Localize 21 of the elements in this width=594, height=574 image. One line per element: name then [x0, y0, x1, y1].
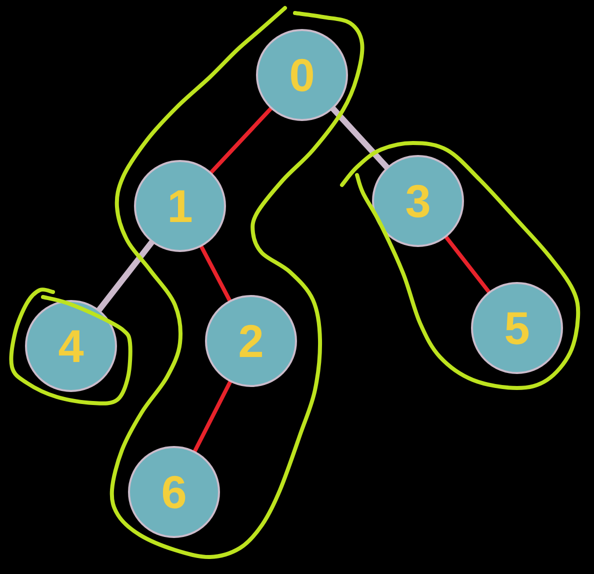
freehand-loop [9, 287, 133, 406]
tree-node-circle [471, 282, 563, 374]
node-number: 2 [238, 318, 264, 364]
tree-edge [199, 244, 232, 302]
tree-node-circle [25, 300, 117, 392]
tree-edge [444, 235, 491, 294]
tree-edge [209, 106, 273, 174]
node-number: 1 [167, 183, 193, 229]
node-number: 5 [504, 305, 530, 351]
tree-node-circle [256, 29, 348, 121]
tree-edge [330, 106, 390, 170]
node-number: 0 [289, 52, 315, 98]
node-number: 6 [161, 469, 187, 515]
tree-node-circle [134, 160, 226, 252]
node-number: 3 [405, 178, 431, 224]
tree-node-circle [372, 155, 464, 247]
freehand-loop [109, 5, 365, 560]
node-number: 4 [58, 323, 84, 369]
tree-edge [192, 380, 232, 453]
freehand-loop [339, 140, 581, 391]
tree-edge [96, 239, 155, 313]
